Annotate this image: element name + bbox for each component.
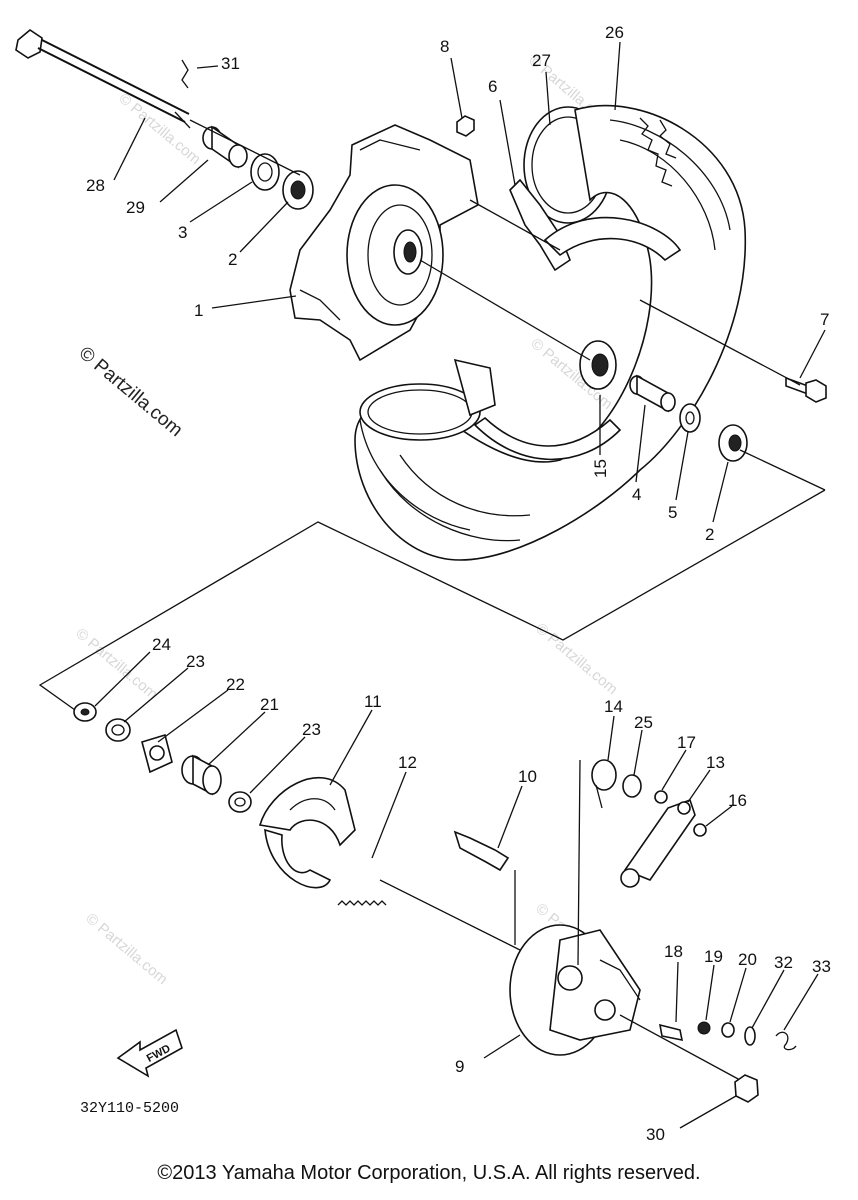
brake-shoes-11 [258,777,356,889]
callout-23: 23 [186,652,205,671]
oring-32 [744,1026,756,1046]
callout-21: 21 [260,695,279,714]
spacer-4 [629,374,676,413]
cam-shaft-10 [453,830,516,945]
nut-8 [456,115,475,137]
callout-9: 9 [455,1057,464,1076]
callout-27: 27 [532,51,551,70]
bearing-2-right [718,424,748,462]
spring-12 [337,900,387,906]
axle-nut-30 [734,1074,759,1103]
brake-panel-9 [509,924,641,1056]
torsion-spring-14 [591,759,617,809]
callout-29: 29 [126,198,145,217]
watermark-main: © Partzilla.com [75,343,187,441]
callout-2b: 2 [705,525,714,544]
seal-23-a [105,718,131,742]
callout-2: 2 [228,250,237,269]
callout-20: 20 [738,950,757,969]
adjust-bolt-18 [658,1023,684,1042]
clip-33 [775,1031,797,1051]
rim-lower [359,358,622,531]
washer-20 [721,1022,735,1038]
callout-6: 6 [488,77,497,96]
guide-line [379,879,521,951]
callout-24: 24 [152,635,171,654]
watermark: © Partzilla.com [72,625,160,703]
callout-3: 3 [178,223,187,242]
bearing-2-left [282,170,314,210]
callout-1: 1 [194,301,203,320]
washer-25 [622,774,642,798]
seal-23-b [228,791,252,813]
guide-line [577,759,581,966]
callout-23b: 23 [302,720,321,739]
callout-16: 16 [728,791,747,810]
part-code: 32Y110-5200 [80,1100,179,1117]
callout-25: 25 [634,713,653,732]
callout-7: 7 [820,310,829,329]
bearing-3 [250,153,280,191]
guide-line [619,1014,741,1081]
drive-gear-21 [181,754,222,796]
collar-29 [202,125,248,169]
callout-31: 31 [221,54,240,73]
callout-5: 5 [668,503,677,522]
callouts: 28 31 29 3 2 1 8 6 27 26 7 15 4 5 2 24 2… [86,23,831,1144]
plate-22 [141,733,173,774]
fwd-arrow: FWD [116,1028,183,1078]
washer-5 [679,403,701,433]
callout-15: 15 [591,459,610,478]
bolt-16 [693,823,707,837]
callout-17: 17 [677,733,696,752]
callout-32: 32 [774,953,793,972]
callout-19: 19 [704,947,723,966]
callout-30: 30 [646,1125,665,1144]
bearing-15 [579,340,617,390]
cam-lever-13 [620,798,696,888]
callout-4: 4 [632,485,641,504]
watermark: © Partzilla.com [82,910,170,988]
callout-18: 18 [664,942,683,961]
washer-24 [73,702,97,722]
axle-28 [15,29,191,129]
cotter-pin-31 [181,59,189,89]
callout-26: 26 [605,23,624,42]
callout-12: 12 [398,753,417,772]
watermark: © Partzilla.com [115,90,203,168]
callout-13: 13 [706,753,725,772]
hub-1 [289,124,479,362]
callout-22: 22 [226,675,245,694]
copyright-notice: ©2013 Yamaha Motor Corporation, U.S.A. A… [157,1162,701,1184]
bolt-7 [785,376,827,403]
axis-lines [38,119,826,711]
callout-11: 11 [364,692,382,711]
callout-14: 14 [604,697,623,716]
nut-17 [654,790,668,804]
callout-33: 33 [812,957,831,976]
nut-19 [697,1021,711,1035]
callout-10: 10 [518,767,537,786]
leader-lines [94,41,826,1129]
callout-28: 28 [86,176,105,195]
tire-26 [354,104,747,561]
callout-8: 8 [440,37,449,56]
